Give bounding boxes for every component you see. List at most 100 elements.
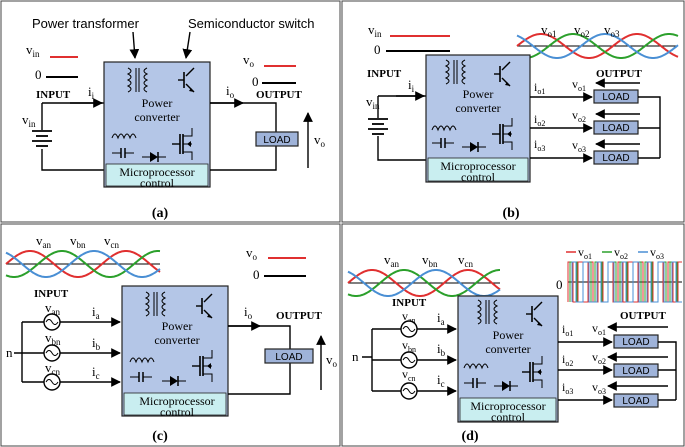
diode-icon [142, 152, 166, 162]
wave-label-vbn-c: vbn [70, 233, 86, 250]
pwm-trace-2 [569, 261, 682, 303]
wave-vbn-d [347, 269, 500, 297]
pwm-trace-1 [567, 261, 682, 303]
vo-load-label-c: vo [326, 352, 338, 369]
load-box [255, 131, 299, 147]
wave-vcn-c [5, 250, 161, 278]
src-bn-label-c: vbn [45, 330, 61, 347]
current-io3-d: io3 [562, 380, 573, 396]
output-label-c: OUTPUT [276, 310, 323, 322]
microprocessor-block-c [123, 392, 227, 416]
transformer-icon [126, 67, 149, 93]
current-io1-d: io1 [562, 322, 573, 338]
diode-icon-d [494, 381, 518, 391]
load-box-c [264, 348, 314, 364]
legend-vin: vin [26, 42, 40, 59]
vo2-label-d: vo2 [592, 350, 606, 366]
current-ib-c: ib [92, 335, 101, 352]
transformer-pointer-arrow [129, 31, 140, 59]
current-ic-c: ic [92, 364, 100, 381]
converter-label-1-b: Power [463, 87, 494, 101]
pwm-trace-3 [571, 261, 682, 303]
transformer-icon-c [144, 291, 167, 317]
legend-vo2-d: vo2 [614, 245, 628, 261]
current-io2-b: io2 [534, 112, 545, 128]
wave-vcn-d [347, 269, 501, 297]
panel-c: van vbn vcn vo 0 INPUT van vbn vcn n ia … [0, 223, 341, 447]
input-label-d: INPUT [392, 297, 427, 309]
inductor-icon-d [463, 363, 489, 370]
converter-label-2-b: converter [455, 101, 500, 115]
input-wires [41, 102, 104, 171]
legend-vin-b: vin [368, 22, 382, 39]
panel-b: vin 0 vo1 vo2 vo3 INPUT ii vin Power con… [341, 0, 685, 223]
switch-icon-b [494, 61, 511, 87]
neutral-wires-d [362, 328, 402, 392]
current-ii-b: ii [408, 77, 415, 94]
load-2-label-b: LOAD [602, 123, 629, 134]
inductor-icon [111, 133, 137, 140]
output-label-b: OUTPUT [596, 68, 643, 80]
wave-label-vo3-b: vo3 [604, 22, 620, 39]
current-io3-b: io3 [534, 137, 545, 153]
vo3-label-b: vo3 [572, 138, 586, 154]
caption-a: (a) [152, 206, 169, 221]
wave-label-van-d: van [384, 252, 399, 269]
vo1-label-b: vo1 [572, 77, 586, 93]
inductor-icon-c [129, 357, 155, 364]
vo3-label-d: vo3 [592, 380, 606, 396]
capacitor-icon-d [464, 378, 486, 388]
neutral-wire-b [638, 96, 661, 159]
legend-vo1-d: vo1 [578, 245, 592, 261]
panel-d: van vbn vcn vo1 vo2 vo3 0 INPUT van vbn … [341, 223, 685, 447]
src-an-label-d: van [402, 309, 416, 325]
panel-a: Power transformer Semiconductor switch v… [0, 0, 341, 223]
output-wires [210, 102, 277, 171]
wave-vo3-b [516, 33, 679, 59]
current-io-c: io [244, 304, 253, 321]
micro-label-2-b: control [461, 170, 496, 184]
load-3-label-b: LOAD [602, 153, 629, 164]
current-io2-d: io2 [562, 352, 573, 368]
caption-b: (b) [502, 206, 519, 221]
mosfet-icon [172, 128, 193, 160]
caption-c: (c) [152, 429, 168, 444]
legend-zero-c: 0 [253, 267, 260, 282]
caption-d: (d) [461, 429, 478, 444]
micro-label-1-b: Microprocessor [440, 159, 515, 173]
legend-zero-out: 0 [252, 74, 259, 89]
microprocessor-block-d [459, 397, 557, 422]
wave-label-vo2-b: vo2 [574, 22, 590, 39]
load-1-label-b: LOAD [602, 92, 629, 103]
legend-vo: vo [243, 52, 255, 69]
dc-source-icon-b [368, 118, 388, 135]
mosfet-icon-b [492, 118, 513, 150]
current-io1-b: io1 [534, 80, 545, 96]
legend-vo-c: vo [246, 245, 258, 262]
legend-zero: 0 [35, 67, 42, 82]
load-1-label-d: LOAD [622, 337, 649, 348]
microprocessor-block-b [427, 157, 529, 182]
current-ib-d: ib [437, 341, 446, 358]
microprocessor-block [105, 163, 209, 187]
input-wires-b [377, 95, 426, 161]
mosfet-icon-c [192, 350, 213, 382]
output-wires-c [228, 325, 291, 395]
micro-label-2: control [140, 176, 175, 190]
src-an-label-c: van [45, 300, 60, 317]
input-label: INPUT [36, 89, 71, 101]
converter-label-1-c: Power [162, 319, 193, 333]
capacitor-icon-b [432, 138, 454, 148]
converter-label-2-d: converter [485, 342, 530, 356]
micro-label-1-c: Microprocessor [139, 394, 214, 408]
transformer-icon-d [476, 299, 499, 325]
src-cn-label-c: vcn [45, 360, 60, 377]
ac-source-cn-icon-c [43, 373, 61, 391]
transformer-icon-b [444, 59, 467, 85]
neutral-label-d: n [352, 349, 359, 364]
switch-icon [178, 67, 195, 93]
pwm-waveform-d [567, 261, 682, 303]
converter-label-1-d: Power [493, 328, 524, 342]
legend-zero-b: 0 [374, 42, 381, 57]
